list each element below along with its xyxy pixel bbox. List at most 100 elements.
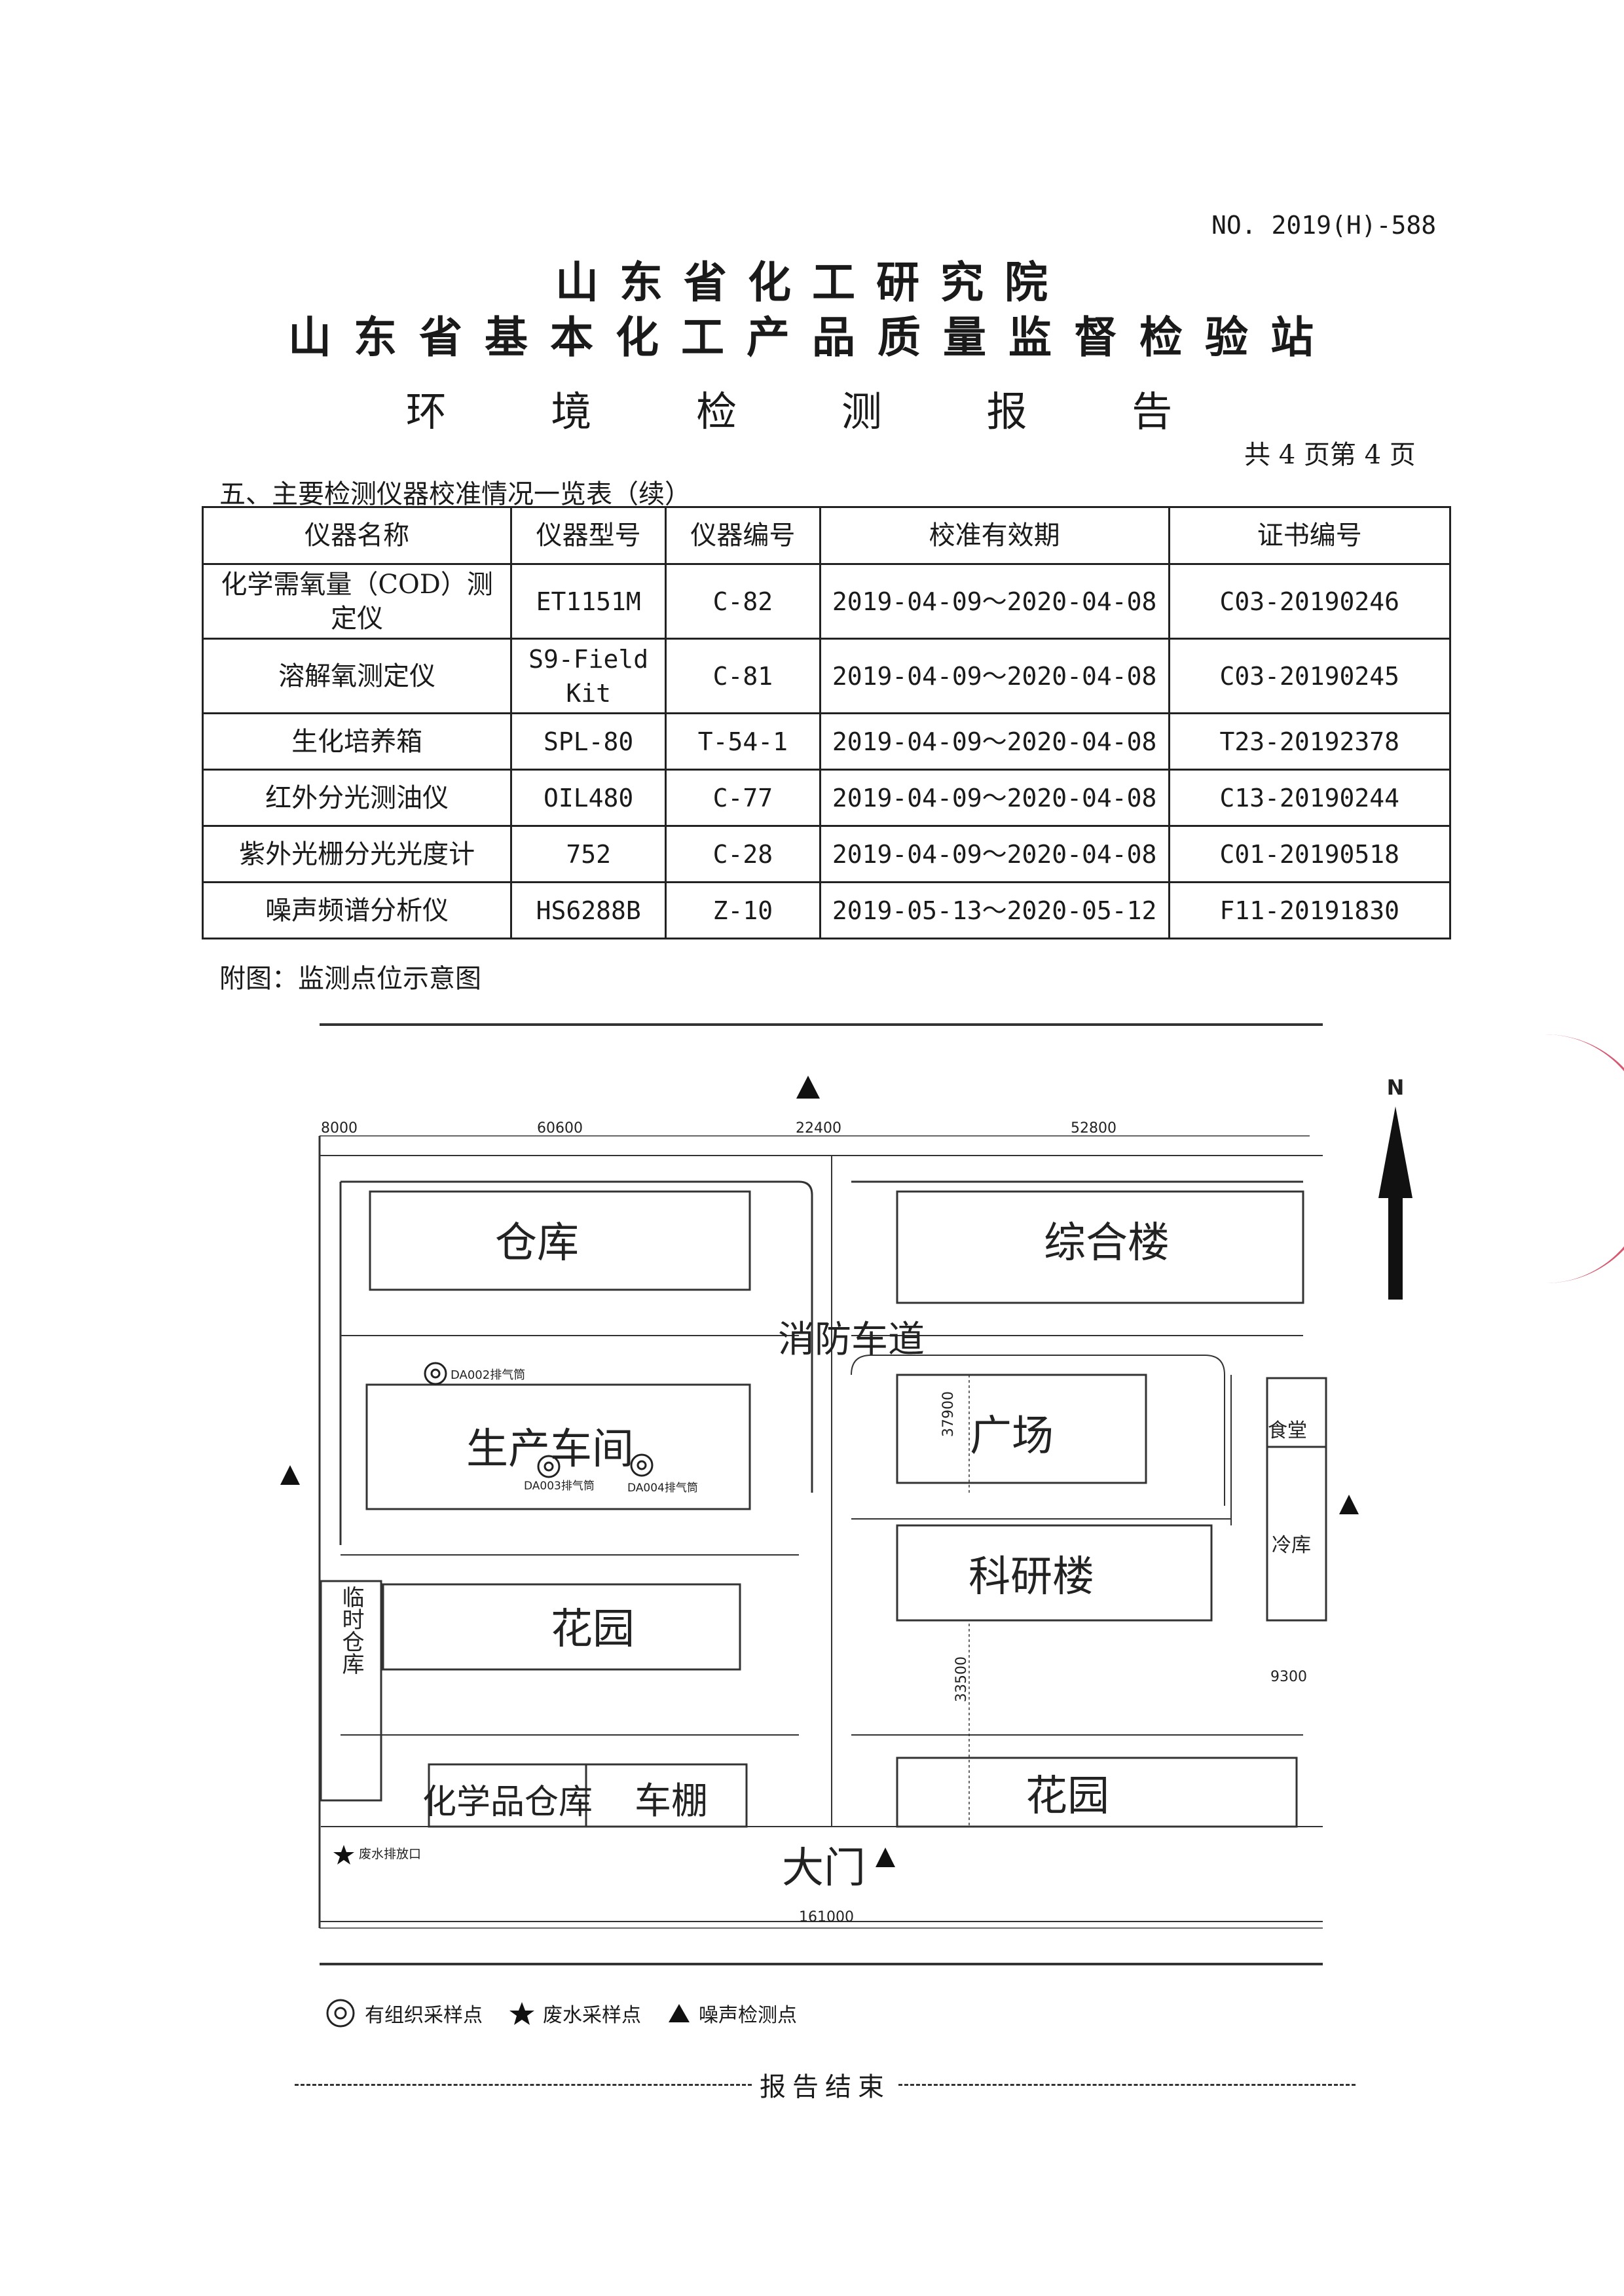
label-workshop: 生产车间 [466, 1425, 634, 1474]
table-row: 噪声频谱分析仪 HS6288B Z-10 2019-05-13～2020-05-… [201, 881, 1452, 939]
instrument-model: S9-Field Kit [510, 638, 667, 714]
building-temp-storage [320, 1580, 382, 1802]
building-research [896, 1524, 1213, 1622]
org-name-primary: 山东省化工研究院 [555, 257, 1069, 308]
building-carport [585, 1763, 748, 1828]
noise-point-south-icon [876, 1848, 895, 1867]
dashed-rule-left [295, 2083, 752, 2086]
table-row: 红外分光测油仪 OIL480 C-77 2019-04-09～2020-04-0… [201, 769, 1452, 827]
legend-label: 废水采样点 [543, 2004, 641, 2027]
dimension-label: 52800 [1071, 1120, 1116, 1137]
svg-text:废水排放口: 废水排放口 [359, 1847, 421, 1861]
legend-wastewater: 废水采样点 [509, 1999, 641, 2028]
label-cold-storage: 冷库 [1272, 1534, 1311, 1557]
building-warehouse [369, 1190, 751, 1291]
instrument-id: C-82 [665, 563, 821, 640]
road-edge [341, 1180, 813, 1493]
header-cell: 仪器编号 [665, 506, 821, 565]
instrument-id: T-54-1 [665, 712, 821, 771]
header-cell: 仪器型号 [510, 506, 667, 565]
calibration-period: 2019-04-09～2020-04-08 [819, 825, 1170, 883]
calibration-period: 2019-04-09～2020-04-08 [819, 638, 1170, 714]
instrument-model: 752 [510, 825, 667, 883]
label-garden-left: 花园 [551, 1605, 635, 1654]
dimension-label: 9300 [1270, 1669, 1307, 1685]
svg-text:DA002排气筒: DA002排气筒 [451, 1368, 525, 1382]
instrument-model: ET1151M [510, 563, 667, 640]
certificate-no: T23-20192378 [1168, 712, 1452, 771]
instrument-model: SPL-80 [510, 712, 667, 771]
header-cell: 仪器名称 [201, 506, 513, 565]
certificate-no: C03-20190245 [1168, 638, 1452, 714]
building-garden-right [896, 1757, 1298, 1828]
instrument-id: Z-10 [665, 881, 821, 939]
certificate-no: C13-20190244 [1168, 769, 1452, 827]
legend-organized: 有组织采样点 [324, 1997, 483, 2030]
instrument-name: 溶解氧测定仪 [201, 638, 513, 714]
certificate-no: F11-20191830 [1168, 881, 1452, 939]
site-map: N 8000 60600 22400 52800 37900 33500 930… [280, 1023, 1412, 1965]
label-canteen: 食堂 [1268, 1419, 1307, 1442]
table-header-row: 仪器名称 仪器型号 仪器编号 校准有效期 证书编号 [201, 506, 1452, 565]
report-title: 环 境 检 测 报 告 [405, 388, 1219, 435]
label-carport: 车棚 [635, 1780, 708, 1823]
instrument-name: 红外分光测油仪 [201, 769, 513, 827]
calibration-period: 2019-04-09～2020-04-08 [819, 712, 1170, 771]
instrument-name: 化学需氧量（COD）测定仪 [201, 563, 513, 640]
report-end-line: 报告结束 [295, 2066, 1356, 2104]
dimension-label: 60600 [537, 1120, 583, 1137]
dashed-rule-right [898, 2083, 1356, 2086]
instrument-model: HS6288B [510, 881, 667, 939]
legend-label: 噪声检测点 [699, 2004, 797, 2027]
svg-text:DA003排气筒: DA003排气筒 [524, 1480, 595, 1493]
instrument-id: C-28 [665, 825, 821, 883]
label-garden-right: 花园 [1025, 1772, 1109, 1821]
label-warehouse: 仓库 [495, 1219, 579, 1267]
certificate-no: C01-20190518 [1168, 825, 1452, 883]
label-research: 科研楼 [969, 1553, 1094, 1601]
dimension-label: 33500 [953, 1656, 970, 1702]
header-cell: 校准有效期 [819, 506, 1170, 565]
noise-point-east-icon [1339, 1495, 1359, 1514]
building-plaza [896, 1374, 1147, 1484]
label-plaza: 广场 [970, 1412, 1054, 1461]
sampling-point-da004: DA004排气筒 [627, 1453, 698, 1495]
legend-noise: 噪声检测点 [667, 1999, 797, 2028]
calibration-period: 2019-04-09～2020-04-08 [819, 769, 1170, 827]
road-edge [851, 1355, 1225, 1506]
label-chem-storage: 化学品仓库 [422, 1783, 593, 1822]
seal-stamp-edge [1545, 1034, 1624, 1283]
instrument-id: C-81 [665, 638, 821, 714]
dimension-label: 37900 [940, 1391, 957, 1437]
dimension-label: 22400 [796, 1120, 841, 1137]
table-row: 生化培养箱 SPL-80 T-54-1 2019-04-09～2020-04-0… [201, 712, 1452, 771]
label-fire-lane: 消防车道 [778, 1319, 925, 1361]
organized-sampling-icon [326, 1999, 355, 2028]
dimension-label: 8000 [321, 1120, 358, 1137]
header-cell: 证书编号 [1168, 506, 1452, 565]
wastewater-outfall: 废水排放口 [333, 1845, 421, 1865]
noise-point-north-icon [796, 1076, 820, 1099]
svg-text:DA004排气筒: DA004排气筒 [627, 1482, 698, 1495]
table-row: 化学需氧量（COD）测定仪 ET1151M C-82 2019-04-09～20… [201, 563, 1452, 640]
page-indicator: 共 4 页第 4 页 [1244, 440, 1416, 470]
legend-label: 有组织采样点 [365, 2004, 483, 2027]
org-name-secondary: 山东省基本化工产品质量监督检验站 [288, 312, 1336, 363]
noise-point-west-icon [280, 1465, 300, 1485]
label-gate: 大门 [782, 1844, 866, 1893]
certificate-no: C03-20190246 [1168, 563, 1452, 640]
report-end-text: 报告结束 [760, 2072, 891, 2102]
map-legend: 有组织采样点 废水采样点 噪声检测点 [324, 1997, 823, 2030]
calibration-period: 2019-05-13～2020-05-12 [819, 881, 1170, 939]
sampling-point-da002: DA002排气筒 [424, 1362, 525, 1385]
instrument-name: 生化培养箱 [201, 712, 513, 771]
instrument-table: 仪器名称 仪器型号 仪器编号 校准有效期 证书编号 化学需氧量（COD）测定仪 … [201, 506, 1452, 939]
table-row: 溶解氧测定仪 S9-Field Kit C-81 2019-04-09～2020… [201, 638, 1452, 714]
table-row: 紫外光栅分光光度计 752 C-28 2019-04-09～2020-04-08… [201, 825, 1452, 883]
sampling-point-da003: DA003排气筒 [524, 1455, 595, 1493]
label-office: 综合楼 [1044, 1219, 1170, 1267]
instrument-name: 噪声频谱分析仪 [201, 881, 513, 939]
building-garden-left [382, 1583, 741, 1671]
calibration-period: 2019-04-09～2020-04-08 [819, 563, 1170, 640]
star-icon [509, 2002, 534, 2025]
